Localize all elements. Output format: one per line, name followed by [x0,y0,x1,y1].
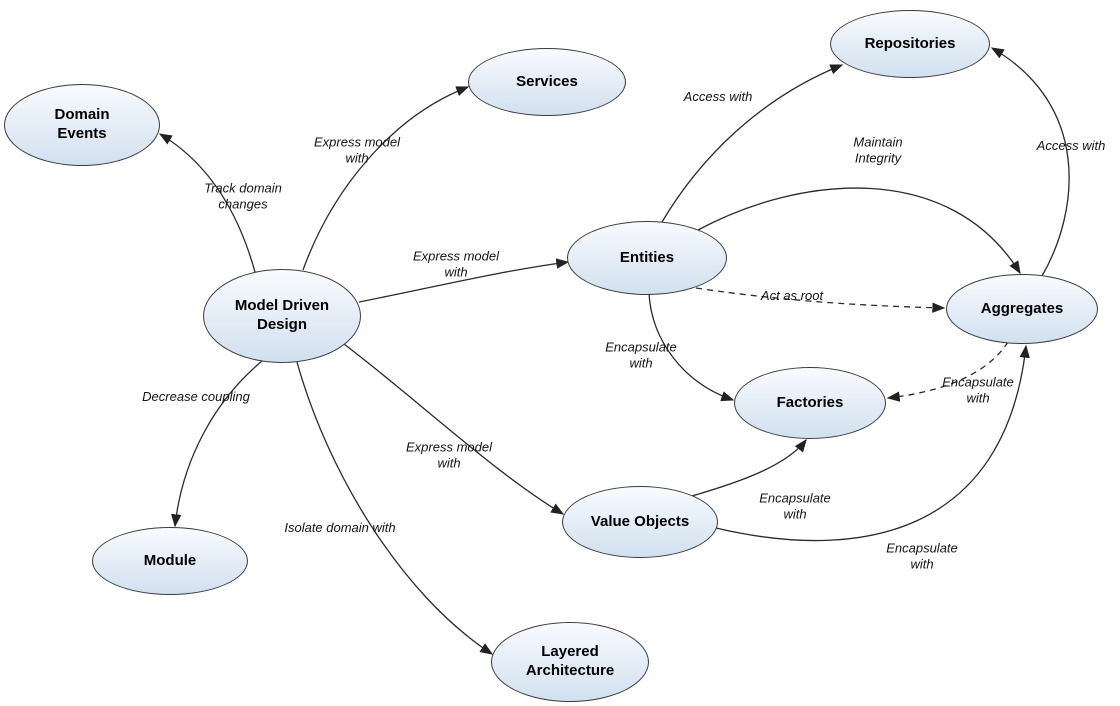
edge-label-express-model-value-objects: Express model with [406,439,492,470]
node-domain-events: Domain Events [4,84,160,166]
node-model-driven-design: Model Driven Design [203,269,361,363]
edge-value-objects-to-aggregates [715,344,1030,542]
node-label: Aggregates [980,299,1064,317]
node-label: Layered Architecture [525,643,615,679]
node-layered-architecture: Layered Architecture [491,622,649,702]
edge-entities-to-aggregates-maintain [697,187,1021,275]
edge-label-express-model-services: Express model with [314,134,400,165]
node-label: Value Objects [590,512,690,530]
edge-label-isolate-domain-with: Isolate domain with [284,520,396,536]
node-factories: Factories [734,367,886,439]
edge-label-maintain-integrity: Maintain Integrity [853,134,903,165]
edge-mdd-to-services [302,86,470,271]
edge-mdd-to-module [171,360,263,528]
edge-label-encapsulate-aggregates-factories: Encapsulate with [942,374,1014,405]
edge-entities-to-aggregates-root [695,287,946,313]
edge-mdd-to-value-objects [343,343,565,515]
node-value-objects: Value Objects [562,486,718,558]
node-repositories: Repositories [830,10,990,78]
edge-mdd-to-layered-architecture [296,361,494,655]
edge-mdd-to-entities [358,258,570,303]
edge-aggregates-to-repositories [990,47,1070,277]
edge-aggregates-to-factories [886,341,1009,402]
node-module: Module [92,527,248,595]
edge-label-track-domain-changes: Track domain changes [204,180,282,211]
node-label: Module [143,551,197,569]
edge-label-encapsulate-value-objects-factories: Encapsulate with [759,490,831,521]
edge-value-objects-to-factories [691,438,807,497]
node-entities: Entities [567,221,727,295]
node-label: Model Driven Design [234,297,330,333]
edge-label-express-model-entities: Express model with [413,248,499,279]
edge-label-encapsulate-entities-factories: Encapsulate with [605,339,677,370]
edge-label-access-with-entities: Access with [683,89,753,105]
edge-mdd-to-domain-events [158,133,256,273]
node-label: Factories [776,393,844,411]
edge-label-act-as-root: Act as root [760,288,824,304]
node-label: Domain Events [54,106,110,142]
node-aggregates: Aggregates [946,274,1098,344]
node-label: Services [516,72,578,90]
node-label: Entities [619,248,675,266]
edge-entities-to-repositories [661,64,844,223]
edge-label-access-with-aggregates: Access with [1036,138,1106,154]
edge-label-decrease-coupling: Decrease coupling [142,389,250,405]
node-services: Services [468,48,626,116]
edge-label-encapsulate-value-objects-aggregates: Encapsulate with [886,540,958,571]
edge-entities-to-factories [648,293,735,402]
node-label: Repositories [864,34,956,52]
